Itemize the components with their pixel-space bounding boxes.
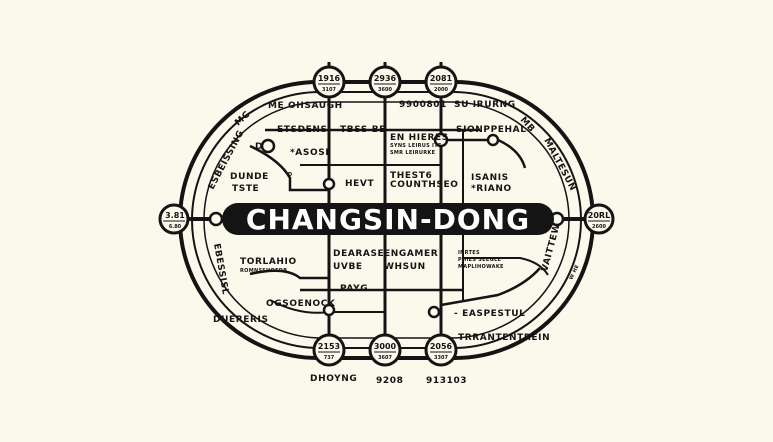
- station-number: 6.80: [169, 224, 182, 230]
- map-label: TORLAHIO: [240, 257, 297, 267]
- station-top-2[interactable]: 2936 3600: [368, 62, 402, 99]
- map-label: HEVT: [345, 179, 374, 189]
- map-label: - EASPESTUL: [454, 309, 525, 319]
- map-label: ISANIS: [471, 173, 509, 183]
- map-label: DUNDE: [230, 172, 269, 182]
- map-label: *ASOSI: [290, 148, 329, 158]
- map-label: ENGAMER: [384, 249, 438, 259]
- map-title: CHANGSIN-DONG: [246, 203, 530, 236]
- station-code: 2056: [430, 342, 453, 351]
- station-number: 2600: [592, 224, 606, 230]
- map-label: 9900801: [399, 100, 447, 110]
- station-number: 2000: [434, 87, 448, 93]
- station-number: 3307: [434, 355, 448, 361]
- station-code: 2153: [318, 342, 340, 351]
- map-label: OGSOENOCK: [266, 299, 336, 309]
- route-lower-right: [440, 267, 541, 307]
- map-label: ROMNSSHOEDB: [240, 268, 287, 274]
- map-label: COUNTHSEO: [390, 180, 458, 190]
- station-code: 2936: [374, 74, 397, 83]
- station-number: 3607: [378, 355, 392, 361]
- transfer-node[interactable]: [322, 303, 336, 317]
- station-top-1[interactable]: 1916 3107: [312, 62, 346, 99]
- station-code: 1916: [318, 74, 341, 83]
- map-label: 9208: [376, 376, 403, 386]
- map-label: MAPLIHOWAKE: [458, 264, 504, 270]
- transfer-node[interactable]: [208, 211, 224, 227]
- map-label: SMR LEIRURKE: [390, 150, 436, 156]
- station-left[interactable]: 3.81 6.80: [158, 203, 190, 235]
- map-label: D: [288, 172, 292, 178]
- station-number: 3600: [378, 87, 392, 93]
- map-label: DHOYNG: [310, 374, 357, 384]
- transfer-node[interactable]: [322, 177, 336, 191]
- map-label: TRRANTENTREIN: [458, 333, 550, 343]
- map-label: SYNS LEIRUS ITE: [390, 143, 442, 149]
- map-label: TBSS BE: [340, 125, 386, 135]
- station-code: 3000: [374, 342, 397, 351]
- station-code: 3.81: [165, 211, 185, 220]
- route-upper-left: [249, 144, 329, 192]
- station-right[interactable]: 20RL 2600: [583, 203, 615, 235]
- transfer-node[interactable]: [433, 132, 449, 148]
- map-label: ETSDENS: [277, 125, 328, 135]
- map-label: DUERERIS: [213, 315, 269, 325]
- map-label: TSTE: [232, 184, 259, 194]
- station-top-3[interactable]: 2081 2000: [424, 62, 458, 99]
- station-number: 737: [324, 355, 335, 361]
- map-label: THEST6: [390, 171, 432, 181]
- map-label: D: [255, 142, 263, 152]
- station-code: 20RL: [588, 211, 610, 220]
- station-bottom-3[interactable]: 2056 3307: [424, 330, 458, 367]
- station-number: 3107: [322, 87, 336, 93]
- map-label: WHSUN: [384, 262, 426, 272]
- map-label: ME OHSAUGH: [268, 101, 343, 111]
- map-label: EN HIERES: [390, 133, 449, 143]
- map-label: PAYG: [340, 284, 368, 294]
- transfer-node[interactable]: [427, 305, 441, 319]
- route-lower-left: [249, 269, 329, 280]
- map-label: INRTES: [458, 250, 480, 256]
- station-bottom-2[interactable]: 3000 3607: [368, 330, 402, 367]
- station-bottom-1[interactable]: 2153 737: [312, 330, 346, 367]
- map-label: *RIANO: [471, 184, 512, 194]
- map-label: SIONPPEHAL: [456, 125, 527, 135]
- map-label: DEARASE: [333, 249, 384, 259]
- station-code: 2081: [430, 74, 453, 83]
- title-banner: CHANGSIN-DONG: [222, 203, 554, 236]
- map-label: PHIES SEEGLE: [458, 257, 501, 263]
- map-label: UVBE: [333, 262, 363, 272]
- transfer-node[interactable]: [486, 133, 500, 147]
- map-label: 913103: [426, 376, 467, 386]
- route-right-branch: [463, 257, 549, 276]
- map-label: SU IRURNG: [454, 100, 516, 110]
- transfer-node[interactable]: [260, 138, 276, 154]
